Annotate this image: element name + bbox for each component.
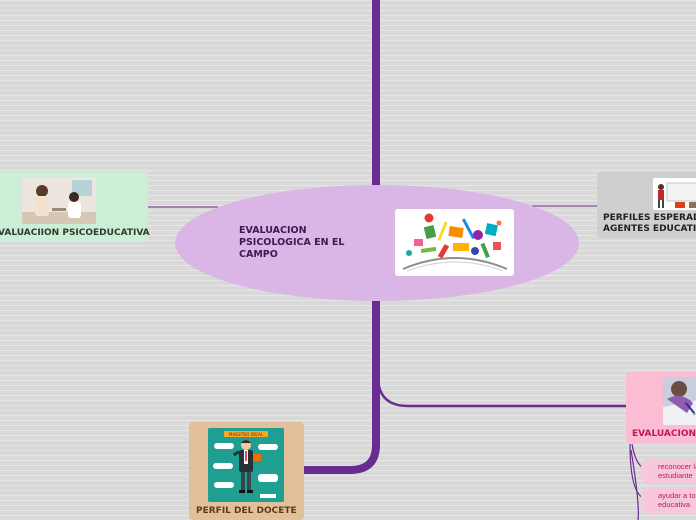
central-topic[interactable]: EVALUACION PSICOLOGICA EN EL CAMPO (175, 185, 579, 301)
subtopic-ayudar[interactable]: ayudar a to educativa (641, 488, 696, 513)
topic-evaluacion-psicoeducativa-label: VALUACIION PSICOEDUCATIVA (0, 228, 150, 238)
central-topic-title: EVALUACION PSICOLOGICA EN EL CAMPO (239, 225, 345, 260)
subtopic-reconocer[interactable]: reconocer la estudiante (641, 459, 696, 484)
student-writing-photo-icon (663, 377, 696, 425)
topic-perfil-del-docente[interactable]: MAESTRO IDEAL PERFIL DEL DOCETE (189, 422, 304, 520)
topic-evaluacion[interactable]: EVALUACION (626, 372, 696, 443)
ideal-teacher-caption: MAESTRO IDEAL (229, 432, 264, 437)
connector-bottom-right (376, 379, 628, 408)
topic-perfiles-esperados[interactable]: PERFILES ESPERADOS AGENTES EDUCATIVOS (597, 172, 696, 238)
topic-evaluacion-label: EVALUACION (632, 429, 696, 439)
teacher-at-board-illustration-icon (653, 178, 696, 210)
topic-perfiles-esperados-label-line-1: PERFILES ESPERADOS (603, 213, 696, 223)
connector-bottom-left (300, 294, 380, 474)
ideal-teacher-infographic-icon: MAESTRO IDEAL (208, 428, 284, 502)
connector-sub-3 (630, 449, 639, 520)
topic-perfil-del-docente-label: PERFIL DEL DOCETE (196, 506, 297, 516)
topic-evaluacion-psicoeducativa[interactable]: VALUACIION PSICOEDUCATIVA (0, 172, 150, 242)
counseling-session-photo-icon (22, 177, 96, 224)
topic-perfiles-esperados-label-line-2: AGENTES EDUCATIVOS (603, 224, 696, 234)
school-supplies-illustration-icon (395, 209, 514, 276)
